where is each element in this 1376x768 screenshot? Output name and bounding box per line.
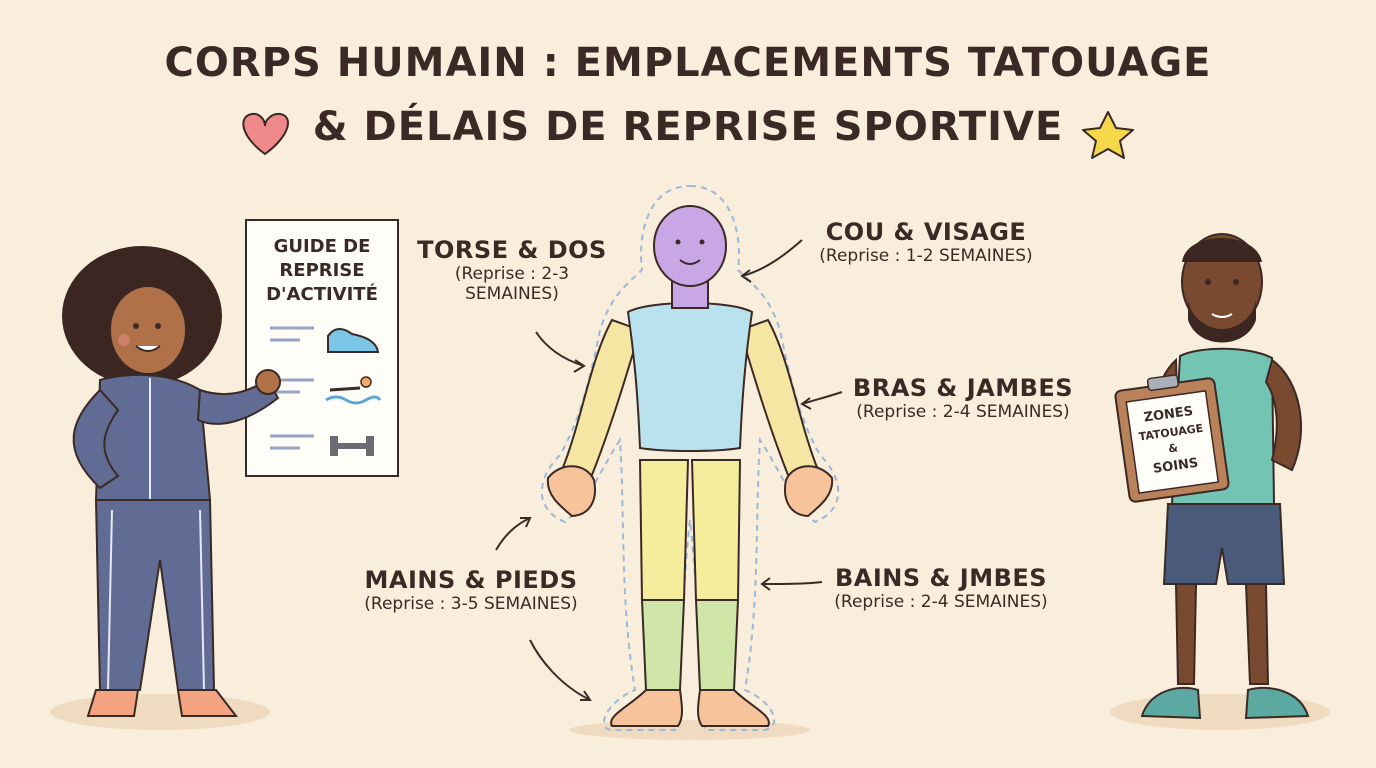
label-mains-pieds: MAINS & PIEDS (Reprise : 3-5 SEMAINES) xyxy=(342,566,600,614)
pointer-arrows xyxy=(495,239,843,701)
title-line-2: & DÉLAIS DE REPRISE SPORTIVE xyxy=(312,104,1064,150)
label-bains-heading: BAINS & JMBES xyxy=(834,564,1048,592)
label-bains-detail: (Reprise : 2-4 SEMAINES) xyxy=(834,592,1048,612)
heart-icon xyxy=(242,112,289,156)
label-torse-heading: TORSE & DOS xyxy=(417,236,607,264)
label-cou-heading: COU & VISAGE xyxy=(825,218,1027,246)
label-bras-detail: (Reprise : 2-4 SEMAINES) xyxy=(856,402,1070,422)
label-bras-jambes: BRAS & JAMBES (Reprise : 2-4 SEMAINES) xyxy=(832,374,1094,422)
woman-coach xyxy=(62,246,281,717)
clipboard-line-4: SOINS xyxy=(1152,456,1199,477)
swimmer-icon xyxy=(325,376,382,405)
man-coach: ZONES TATOUAGE & SOINS xyxy=(1114,233,1310,720)
body-figure xyxy=(540,184,840,731)
label-cou-detail: (Reprise : 1-2 SEMAINES) xyxy=(819,246,1033,266)
label-torse-dos: TORSE & DOS (Reprise : 2-3 SEMAINES) xyxy=(412,236,612,304)
label-bains-jmbes: BAINS & JMBES (Reprise : 2-4 SEMAINES) xyxy=(810,564,1072,612)
clipboard-line-1: ZONES xyxy=(1143,404,1194,426)
poster-line-2: REPRISE xyxy=(279,260,364,281)
activity-guide-poster: GUIDE DE REPRISE D'ACTIVITÉ xyxy=(245,219,399,477)
dumbbell-icon xyxy=(330,436,374,456)
label-cou-visage: COU & VISAGE (Reprise : 1-2 SEMAINES) xyxy=(796,218,1056,266)
label-mains-detail: (Reprise : 3-5 SEMAINES) xyxy=(364,594,578,614)
label-bras-heading: BRAS & JAMBES xyxy=(852,374,1074,402)
title-line-1: CORPS HUMAIN : EMPLACEMENTS TATOUAGE xyxy=(164,40,1212,86)
clipboard-line-3: & xyxy=(1168,441,1180,455)
clipboard: ZONES TATOUAGE & SOINS xyxy=(1114,374,1230,503)
sneaker-icon xyxy=(327,328,380,353)
label-torse-line-1: (Reprise : 2-3 xyxy=(454,264,570,284)
poster-line-1: GUIDE DE xyxy=(274,236,371,257)
label-torse-line-2: SEMAINES) xyxy=(465,284,559,304)
label-mains-heading: MAINS & PIEDS xyxy=(364,566,578,594)
star-icon xyxy=(1082,111,1134,159)
poster-line-3: D'ACTIVITÉ xyxy=(266,283,378,305)
